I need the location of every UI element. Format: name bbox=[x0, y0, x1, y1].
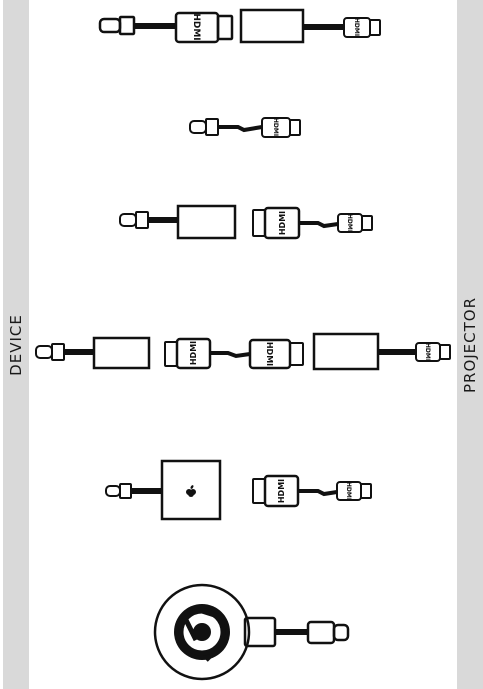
row-2-usbc-to-hdmi-cable: HDMI bbox=[189, 117, 301, 138]
adapter-box-icon bbox=[92, 336, 151, 370]
usb-c-plug-icon bbox=[105, 483, 132, 499]
hdmi-plug-icon: HDMI bbox=[174, 11, 234, 44]
hdmi-plug-icon: HDMI bbox=[248, 338, 304, 370]
cable bbox=[299, 221, 339, 229]
cable bbox=[210, 351, 251, 359]
cable bbox=[298, 489, 338, 497]
adapter-box-icon bbox=[176, 204, 237, 240]
hdmi-plug-icon: HDMI bbox=[415, 342, 451, 362]
projector-side-bar: PROJECTOR bbox=[457, 0, 483, 689]
hdmi-text: HDMI bbox=[272, 118, 279, 136]
hdmi-plug-icon: HDMI bbox=[343, 17, 381, 38]
hdmi-text: HDMI bbox=[189, 341, 198, 365]
hdmi-plug-icon: HDMI bbox=[337, 213, 373, 233]
hdmi-text: HDMI bbox=[277, 479, 286, 503]
row-6-chromecast bbox=[153, 583, 350, 681]
row-1-usbc-hdmi-adapter: HDMI HDMI bbox=[98, 8, 381, 44]
row-5-apple-tv: HDMI HDMI bbox=[105, 459, 372, 521]
usb-c-plug-icon bbox=[35, 343, 65, 361]
hdmi-plug-icon: HDMI bbox=[164, 337, 212, 370]
hdmi-text: HDMI bbox=[424, 343, 431, 361]
row-4-adapter-chain: HDMI HDMI HDMI bbox=[35, 332, 451, 371]
hdmi-plug-icon: HDMI bbox=[252, 474, 300, 508]
hdmi-plug-icon: HDMI bbox=[336, 481, 372, 501]
hdmi-text: HDMI bbox=[346, 214, 353, 232]
device-side-bar: DEVICE bbox=[3, 0, 29, 689]
hdmi-text: HDMI bbox=[345, 482, 352, 500]
hdmi-text: HDMI bbox=[278, 211, 287, 235]
adapter-box-icon bbox=[239, 8, 305, 44]
hdmi-text: HDMI bbox=[353, 18, 360, 36]
usb-c-plug-icon bbox=[189, 118, 219, 136]
apple-logo-icon bbox=[186, 485, 196, 497]
row-3-usbc-adapter-and-hdmi-cable: HDMI HDMI bbox=[119, 204, 373, 240]
hdmi-text: HDMI bbox=[191, 13, 201, 40]
cable bbox=[218, 125, 263, 133]
usb-c-plug-icon bbox=[306, 620, 350, 645]
usb-c-plug-icon bbox=[119, 211, 149, 229]
usb-c-plug-icon bbox=[98, 15, 136, 36]
hdmi-plug-icon: HDMI bbox=[252, 206, 301, 240]
chromecast-puck-icon bbox=[153, 583, 251, 681]
adapter-box-icon bbox=[312, 332, 380, 371]
hdmi-text: HDMI bbox=[265, 342, 274, 366]
hdmi-plug-icon: HDMI bbox=[261, 117, 301, 138]
